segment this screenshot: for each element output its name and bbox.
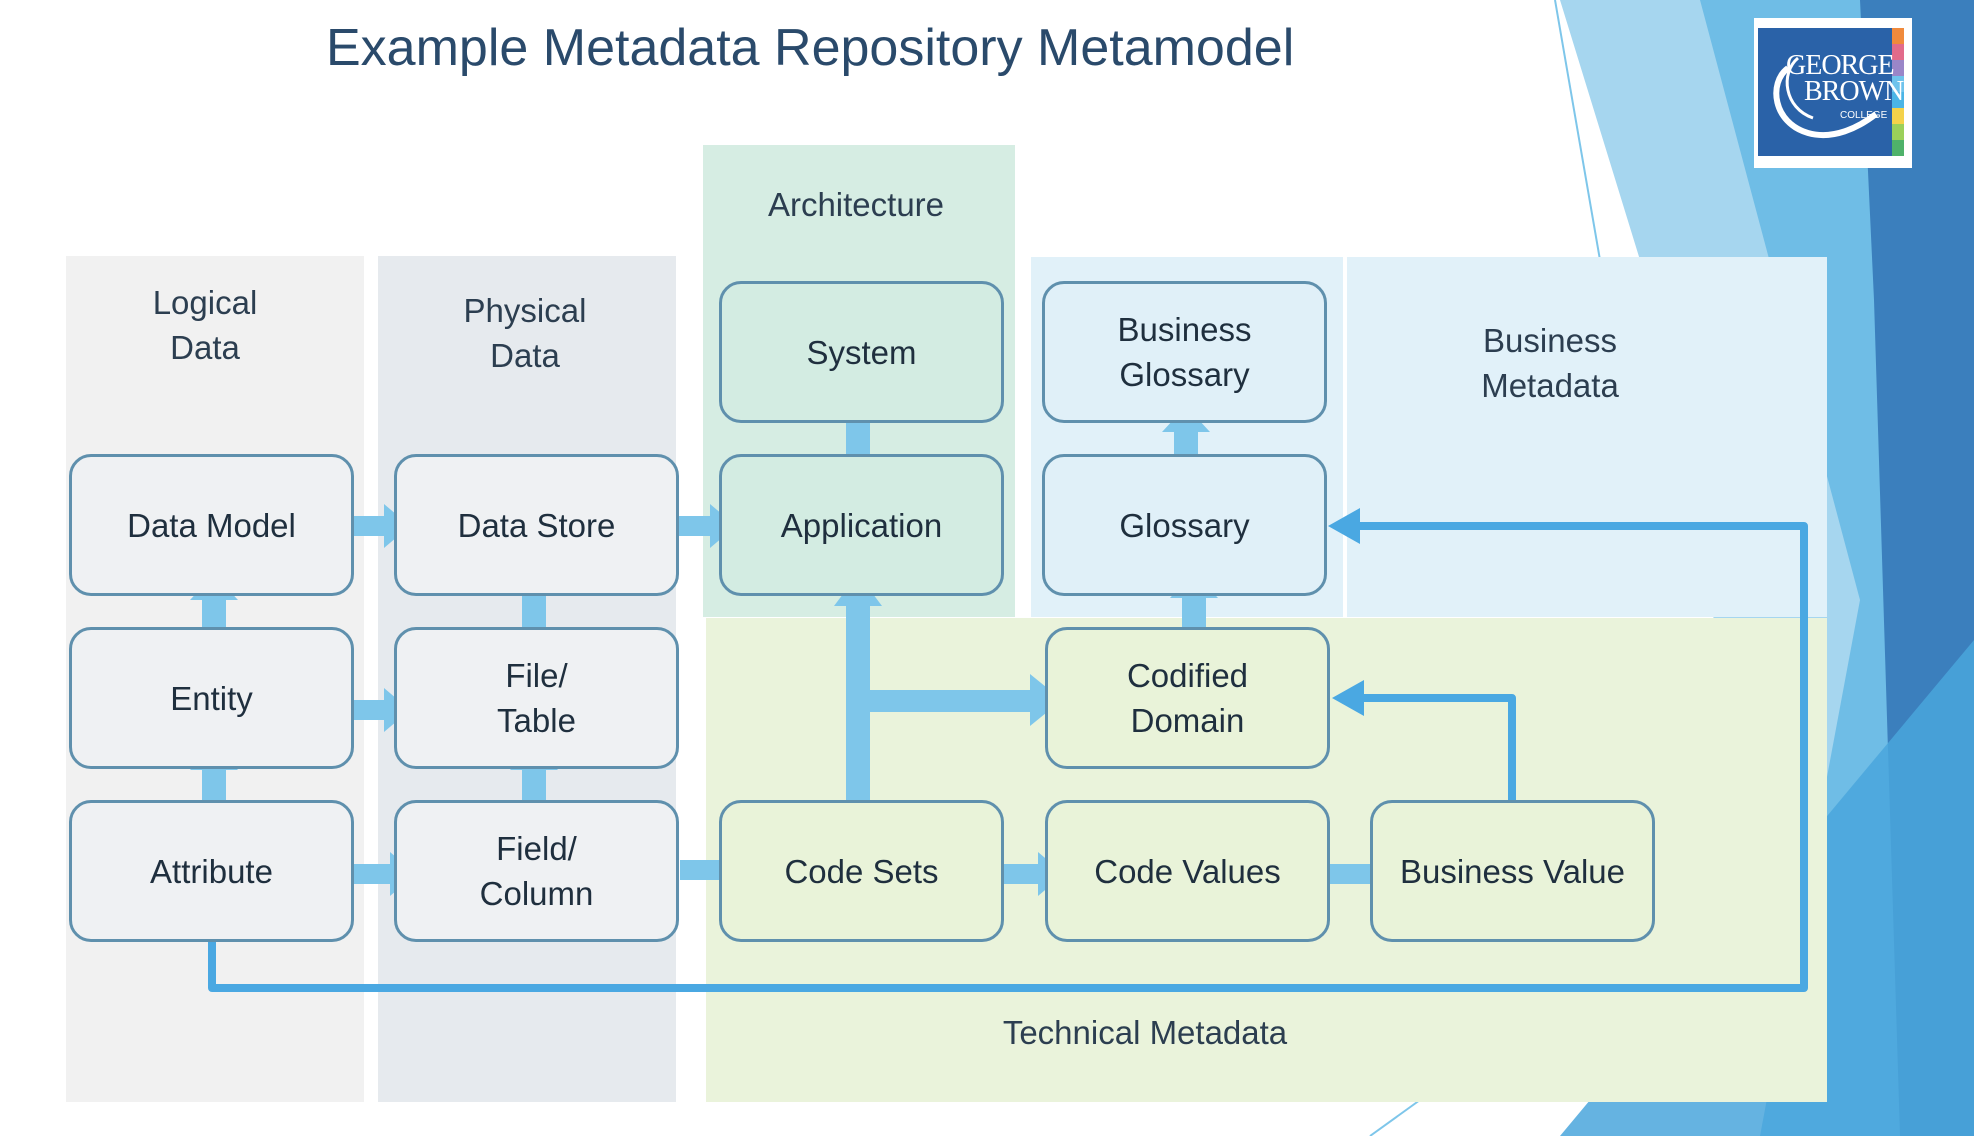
technical-metadata-label: Technical Metadata [1002,1014,1288,1051]
architecture-label: Architecture [767,186,945,223]
business-metadata-label: Business Metadata [1481,322,1619,404]
arrow-entity-to-filetable [336,688,410,732]
entity-node: Entity [69,627,354,769]
attribute-node: Attribute [69,800,354,942]
data-store-node: Data Store [394,454,679,596]
field-column-node: Field/ Column [394,800,679,942]
business-metadata-region [1347,257,1827,617]
business-glossary-node: Business Glossary [1042,281,1327,423]
arrow-codesets-to-codifieddomain [870,674,1062,726]
arrow-datamodel-to-datastore [336,504,410,548]
system-node: System [719,281,1004,423]
logo-line1: GEORGE [1786,50,1895,81]
logical-data-label: Logical Data [152,284,258,366]
code-values-node: Code Values [1045,800,1330,942]
line-attribute-to-glossary [208,522,1808,992]
physical-data-label: Physical Data [463,292,587,374]
file-table-node: File/ Table [394,627,679,769]
logo-swoosh-icon [1773,28,1904,156]
arrow-datastore-to-application [662,504,736,548]
line-businessvalue-to-codifieddomain [1362,694,1516,802]
glossary-node: Glossary [1042,454,1327,596]
code-sets-node: Code Sets [719,800,1004,942]
arrow-codesets-to-application [834,574,882,806]
data-model-node: Data Model [69,454,354,596]
college-logo: GEORGE BROWN COLLEGE [1754,18,1912,168]
page-title: Example Metadata Repository Metamodel [326,19,1295,77]
arrowhead-glossary [1328,508,1360,544]
logo-line2: BROWN [1804,76,1904,107]
logo-badge: GEORGE BROWN COLLEGE [1758,28,1904,156]
logo-line3: COLLEGE [1840,110,1888,121]
codified-domain-node: Codified Domain [1045,627,1330,769]
application-node: Application [719,454,1004,596]
business-value-node: Business Value [1370,800,1655,942]
arrowhead-codifieddomain [1332,680,1364,716]
